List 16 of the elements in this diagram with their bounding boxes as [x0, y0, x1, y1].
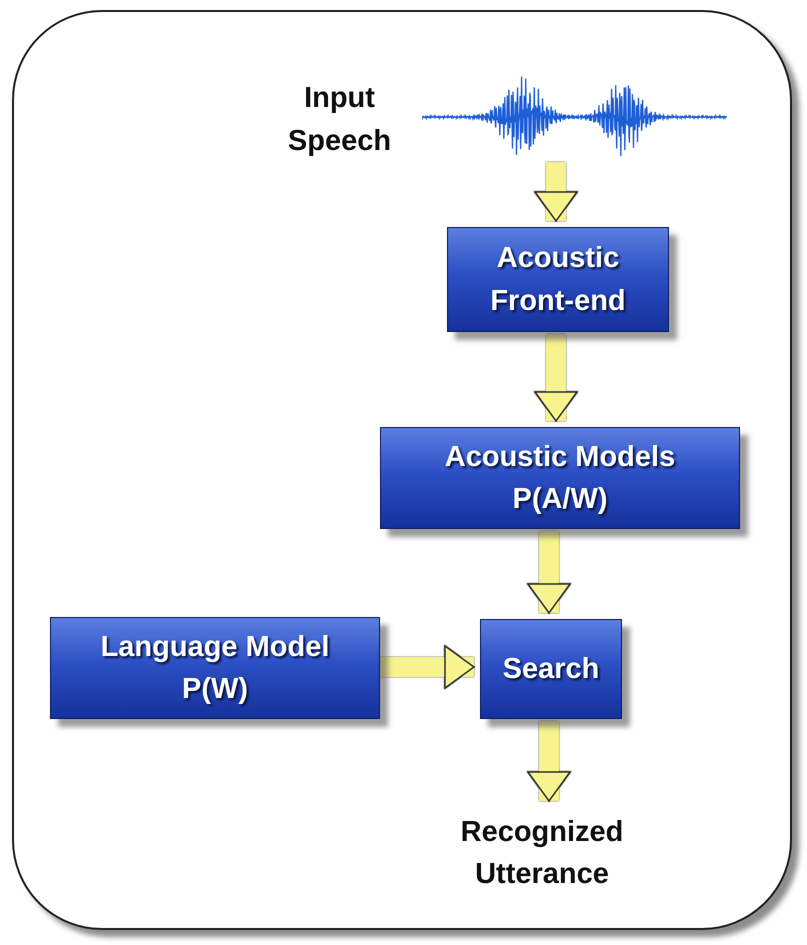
- block-arrow: [527, 721, 571, 802]
- process-box: [447, 227, 669, 332]
- process-box: [50, 617, 380, 719]
- box-label: Acoustic Models P(A/W): [444, 440, 676, 517]
- text-label: Input Speech: [286, 81, 392, 158]
- box-label: Language Model P(W): [100, 630, 330, 707]
- process-box: [380, 427, 740, 529]
- process-box: [480, 619, 622, 719]
- box-label: Acoustic Front-end: [489, 241, 627, 318]
- box-label: Search: [502, 652, 600, 687]
- rounded-panel: [12, 10, 792, 930]
- block-arrow: [534, 162, 578, 222]
- block-arrow: [534, 334, 578, 422]
- text-label: Recognized Utterance: [460, 814, 624, 892]
- block-arrow: [380, 645, 475, 689]
- block-arrow: [527, 531, 571, 614]
